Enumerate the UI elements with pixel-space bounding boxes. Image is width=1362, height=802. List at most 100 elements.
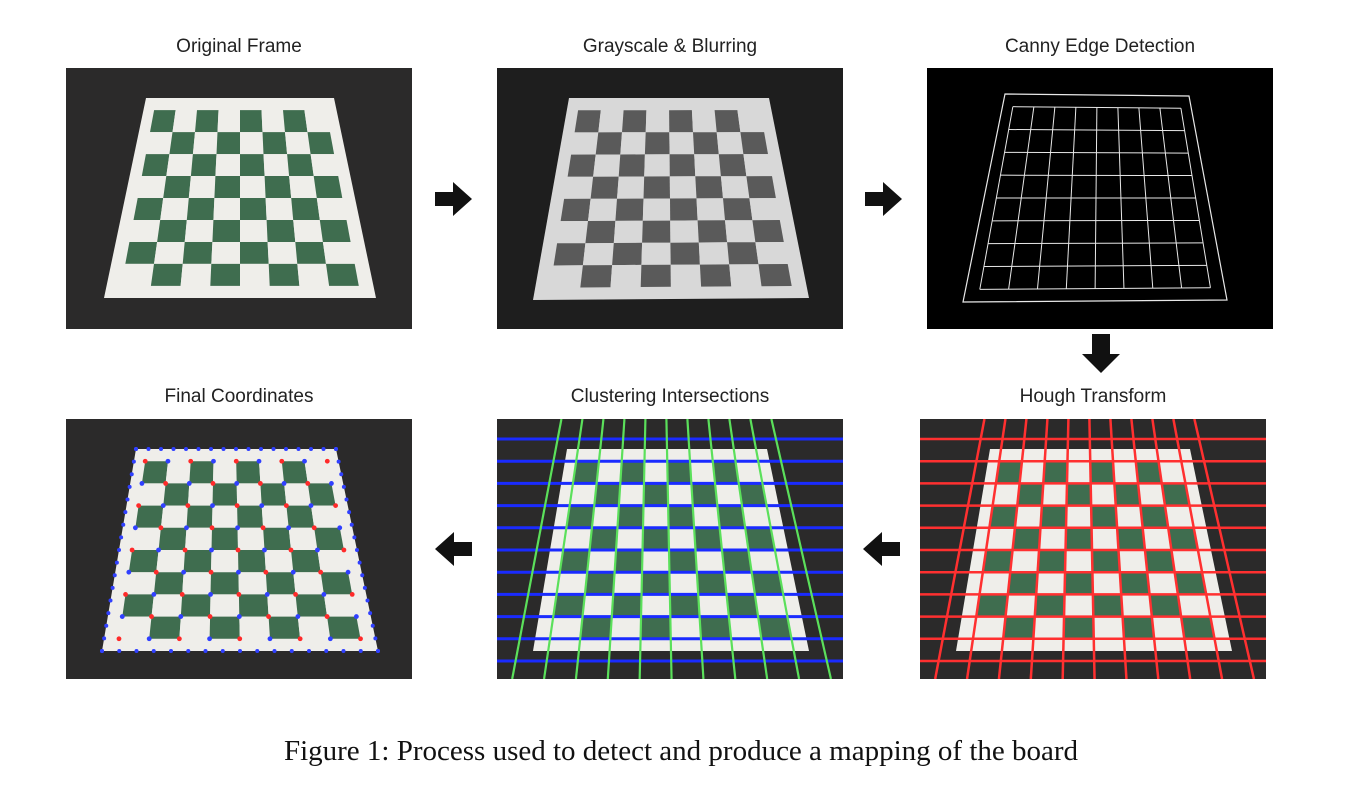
dark-square	[622, 110, 647, 133]
light-square	[550, 616, 583, 639]
coordinate-point	[333, 503, 338, 509]
light-square	[582, 594, 614, 617]
coordinate-point	[286, 525, 292, 531]
dark-square	[237, 505, 264, 528]
light-square	[1005, 594, 1037, 617]
coordinate-point	[288, 547, 294, 553]
dark-square	[268, 263, 300, 286]
edge-point	[100, 649, 104, 653]
edge-line	[988, 242, 1204, 245]
coordinate-point	[136, 503, 142, 509]
dark-square	[995, 461, 1022, 484]
edge-point	[355, 548, 359, 552]
light-square	[137, 176, 167, 198]
light-square	[550, 265, 583, 288]
hough-line	[1029, 419, 1049, 679]
dark-square	[260, 483, 287, 506]
coordinate-point	[129, 547, 135, 553]
coordinate-point	[329, 481, 334, 486]
coordinate-point	[318, 569, 324, 575]
light-square	[670, 220, 699, 243]
coordinate-point	[311, 525, 317, 531]
coordinate-point	[153, 569, 159, 575]
coordinate-point	[337, 525, 343, 531]
coordinate-point	[267, 636, 273, 642]
title-final-coordinates: Final Coordinates	[164, 386, 314, 407]
light-square	[642, 550, 670, 573]
dark-square	[210, 263, 240, 286]
dark-square	[212, 220, 240, 242]
light-square	[587, 550, 616, 573]
edge-point	[362, 585, 367, 590]
light-square	[154, 242, 185, 264]
dark-square	[726, 594, 759, 617]
arrow-right-icon	[435, 182, 472, 216]
edge-point	[358, 649, 363, 653]
dark-square	[287, 154, 314, 176]
arrow-left-icon	[863, 532, 900, 566]
coordinate-point	[146, 636, 152, 642]
light-square	[1033, 616, 1065, 639]
dark-square	[1034, 594, 1065, 617]
light-square	[691, 110, 717, 133]
dark-square	[265, 572, 296, 595]
coordinate-point	[119, 614, 125, 619]
light-square	[1019, 461, 1045, 484]
arrow-right-icon	[865, 182, 902, 216]
edge-point	[357, 560, 362, 565]
edge-point	[123, 510, 128, 515]
hough-line	[997, 419, 1028, 679]
hough-line	[1172, 419, 1224, 679]
arrow-down-icon	[1082, 334, 1120, 373]
light-square	[1039, 527, 1066, 550]
dark-square	[669, 154, 696, 177]
edge-point	[112, 573, 117, 578]
dark-square	[283, 110, 308, 133]
dark-square	[307, 132, 335, 155]
coordinate-point	[290, 569, 296, 575]
coordinate-point	[234, 481, 240, 486]
coordinate-point	[185, 503, 191, 509]
coordinate-point	[324, 614, 330, 619]
edge-point	[246, 447, 251, 451]
original-frame-image	[66, 68, 412, 329]
light-square	[192, 132, 218, 155]
light-square	[641, 594, 671, 617]
dark-square	[1135, 461, 1162, 484]
dark-square	[584, 572, 615, 595]
coordinate-point	[188, 458, 194, 464]
dark-square	[1017, 483, 1044, 506]
edge-line	[1117, 107, 1125, 289]
coordinate-point	[266, 614, 271, 619]
dark-square	[238, 550, 266, 573]
dark-square	[585, 220, 616, 244]
light-square	[129, 220, 161, 242]
coordinate-point	[281, 481, 287, 486]
coordinate-point	[302, 458, 307, 464]
coordinate-point	[297, 636, 303, 642]
edge-point	[284, 447, 288, 451]
light-square	[642, 198, 671, 221]
dark-square	[751, 572, 784, 595]
edge-point	[171, 447, 176, 451]
figure-caption: Figure 1: Process used to detect and pro…	[283, 735, 1079, 767]
dark-square	[1092, 550, 1120, 573]
light-square	[696, 198, 725, 221]
title-canny-edge-detection: Canny Edge Detection	[1004, 36, 1196, 57]
light-square	[1066, 505, 1092, 528]
light-square	[151, 594, 183, 617]
panel-hough	[920, 419, 1266, 679]
light-square	[213, 198, 240, 220]
coordinate-point	[186, 481, 192, 486]
coordinate-point	[349, 591, 355, 597]
edge-point	[344, 497, 349, 502]
coordinate-point	[305, 481, 311, 486]
light-square	[316, 198, 347, 220]
dark-square	[291, 198, 320, 220]
light-square	[669, 176, 697, 199]
dark-square	[727, 242, 759, 265]
dark-square	[718, 154, 747, 177]
light-square	[1177, 594, 1211, 617]
light-square	[1138, 483, 1165, 506]
light-square	[571, 132, 599, 155]
